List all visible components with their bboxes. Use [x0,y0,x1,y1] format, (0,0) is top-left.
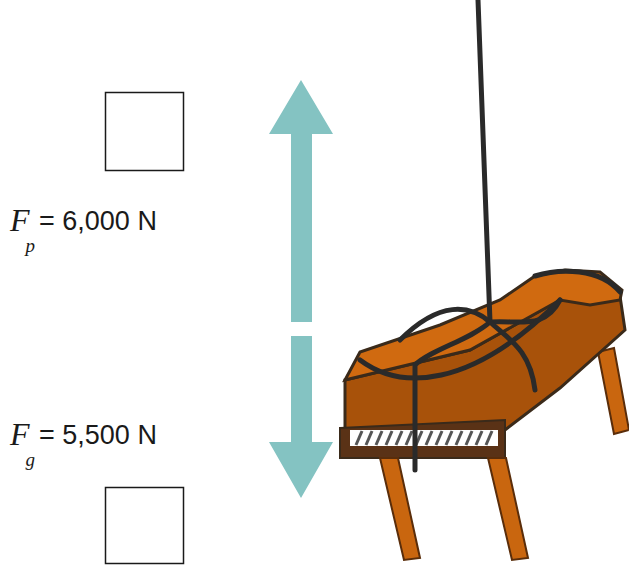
force-arrow-up [269,80,333,322]
force-subscript: p [26,236,36,255]
force-value: = 5,500 N [39,422,157,449]
piano-keyboard [340,420,505,458]
piano-leg [380,458,420,560]
rope-straps [360,0,620,470]
answer-box [106,93,184,171]
force-symbol: F [10,204,30,236]
force-subscript: g [26,450,36,469]
piano-leg [598,348,629,434]
force-symbol: F [10,418,30,450]
piano-keys [350,430,498,446]
answer-box [106,488,184,564]
piano-leg [488,458,528,560]
force-value: = 6,000 N [39,208,157,235]
force-arrow-down [269,336,333,498]
key-hatching [356,431,492,445]
